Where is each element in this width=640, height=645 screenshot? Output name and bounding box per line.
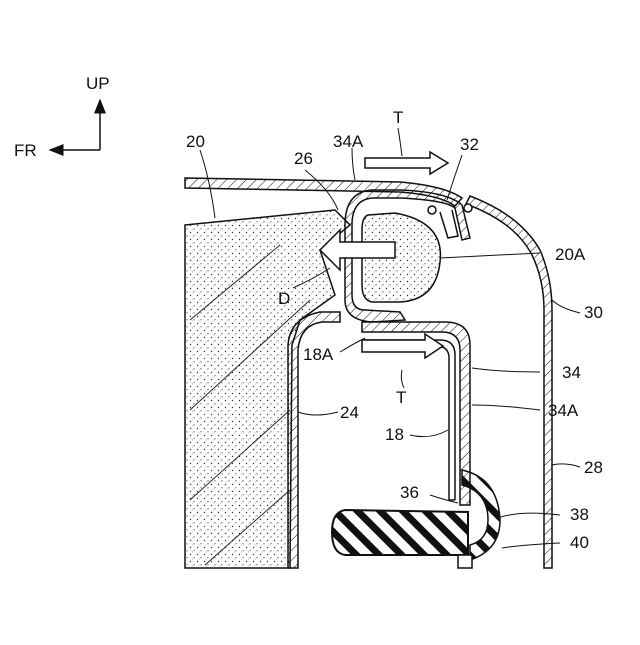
label-24: 24 — [340, 403, 359, 422]
label-d: D — [278, 289, 290, 308]
label-38: 38 — [570, 505, 589, 524]
label-34: 34 — [562, 363, 581, 382]
axis-front-label: FR — [14, 141, 37, 160]
tension-arrow-bottom — [362, 334, 443, 358]
label-32: 32 — [460, 135, 479, 154]
label-34a-right: 34A — [548, 401, 579, 420]
label-t-top: T — [393, 108, 403, 127]
label-18a: 18A — [303, 345, 334, 364]
label-t-bottom: T — [396, 388, 406, 407]
label-34a-top: 34A — [333, 132, 364, 151]
label-20a: 20A — [555, 245, 586, 264]
label-28: 28 — [584, 458, 603, 477]
axis-up-label: UP — [86, 74, 110, 93]
frame-18 — [362, 340, 455, 500]
outer-shell-28 — [466, 196, 552, 568]
orientation-axes: UP FR — [14, 74, 110, 160]
label-18: 18 — [385, 425, 404, 444]
tension-arrow-top — [365, 152, 448, 174]
label-40: 40 — [570, 533, 589, 552]
label-36: 36 — [400, 483, 419, 502]
label-20: 20 — [186, 132, 205, 151]
label-30: 30 — [584, 303, 603, 322]
label-26: 26 — [294, 149, 313, 168]
fastener-38 — [332, 510, 468, 555]
seat-pad-20 — [185, 210, 350, 568]
